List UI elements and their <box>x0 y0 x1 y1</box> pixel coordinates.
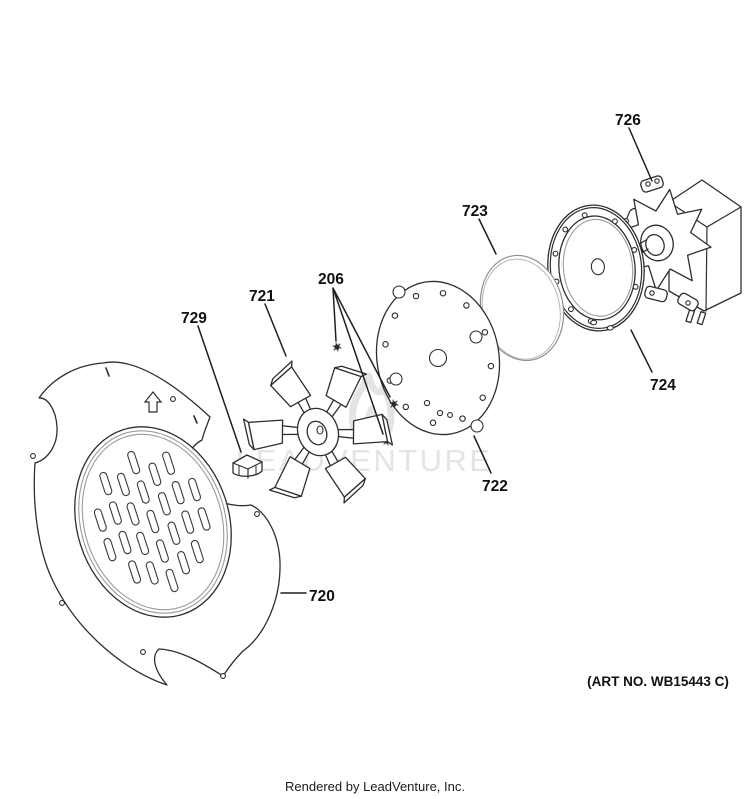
leader-721 <box>264 303 287 357</box>
callout-206: 206 <box>318 271 344 288</box>
blade-fold <box>270 360 293 387</box>
baffle-vent-grille <box>93 450 211 593</box>
part-723-gasket <box>479 254 565 362</box>
screw-hole <box>439 289 447 297</box>
leader-729 <box>197 325 242 453</box>
leader-724 <box>630 329 653 373</box>
part-729-nut <box>232 454 263 479</box>
grille-slot <box>177 551 191 575</box>
screw-hole <box>487 362 495 370</box>
grille-slot <box>126 502 140 526</box>
grille-slot <box>145 561 159 585</box>
rendered-by-footer: Rendered by LeadVenture, Inc. <box>285 779 465 794</box>
screw-hole <box>632 283 639 290</box>
baffle-slits <box>105 367 198 424</box>
baffle-arrow-cutout <box>143 391 163 413</box>
grille-slot <box>146 509 160 534</box>
baffle-rim-holes <box>30 396 260 679</box>
screw-hole <box>402 403 410 411</box>
grille-slot <box>167 521 181 545</box>
screw-hole <box>412 292 420 300</box>
callout-720: 720 <box>309 588 335 605</box>
grille-slot <box>171 480 185 505</box>
grille-slot <box>93 508 107 532</box>
grille-slot <box>187 477 202 502</box>
grille-slot <box>136 480 150 504</box>
grille-slot <box>190 539 204 564</box>
grille-slot <box>197 507 211 531</box>
motor-mount-tabs <box>640 175 699 312</box>
screw-hole <box>479 394 486 401</box>
art-number: (ART NO. WB15443 C) <box>587 674 729 689</box>
grille-slot <box>127 450 141 475</box>
screw-hole <box>463 302 470 309</box>
grille-slot <box>103 537 117 562</box>
screw-hole <box>382 341 389 348</box>
watermark-flame-icon <box>349 372 395 434</box>
blade-fold <box>268 486 302 499</box>
callout-labels: 726 723 206 721 729 722 724 720 <box>181 112 676 605</box>
screw-hole <box>568 306 574 313</box>
plate-edge-holes <box>382 289 495 427</box>
leader-206 <box>332 287 391 435</box>
callout-724: 724 <box>650 377 676 394</box>
fan-hub-hole <box>316 425 324 435</box>
grille-slot <box>181 510 195 534</box>
part-722-fan-plate <box>375 280 501 436</box>
grille-slot <box>165 568 179 593</box>
leader-722 <box>473 435 492 474</box>
screw-hole <box>631 246 638 253</box>
callout-726: 726 <box>615 112 641 129</box>
blade-fold <box>381 413 394 446</box>
screw-hole <box>581 212 588 219</box>
callout-723: 723 <box>462 203 488 220</box>
watermark-text: LEADVENTURE <box>236 443 493 478</box>
part-720-baffle <box>30 361 281 686</box>
grille-slot <box>136 531 150 556</box>
callout-722: 722 <box>482 478 508 495</box>
grille-slot <box>148 462 162 486</box>
grille-slot <box>162 451 176 475</box>
callout-721: 721 <box>249 288 275 305</box>
screw-icon <box>332 342 342 352</box>
part-721-fan-blade <box>242 360 394 504</box>
screw-hole <box>391 312 399 319</box>
screw-hole <box>429 419 437 427</box>
screw-hole <box>611 218 618 225</box>
callout-729: 729 <box>181 310 207 327</box>
grille-slot <box>155 539 169 563</box>
part-724-cover-ring <box>547 204 645 332</box>
leader-lines <box>197 127 653 594</box>
grille-slot <box>118 530 132 555</box>
motor-body-edges <box>668 201 742 312</box>
grille-slot <box>128 560 142 584</box>
screw-hole <box>481 329 489 336</box>
leader-726 <box>628 127 653 182</box>
grille-slot <box>108 501 122 525</box>
screw-hole <box>552 250 559 257</box>
screw-hole <box>459 415 466 422</box>
screw-hole <box>562 226 569 233</box>
blade-fold <box>242 418 255 451</box>
leadventure-watermark: LEADVENTURE <box>236 372 493 478</box>
blade-fold <box>334 365 368 378</box>
grille-slot <box>157 492 171 516</box>
leader-723 <box>478 218 497 255</box>
grille-slot <box>99 471 113 496</box>
plate-notches <box>389 285 484 433</box>
blade-fold <box>343 477 366 504</box>
grille-slot <box>116 472 130 497</box>
motor-terminals-2 <box>696 311 707 326</box>
screw-icon <box>389 399 399 409</box>
